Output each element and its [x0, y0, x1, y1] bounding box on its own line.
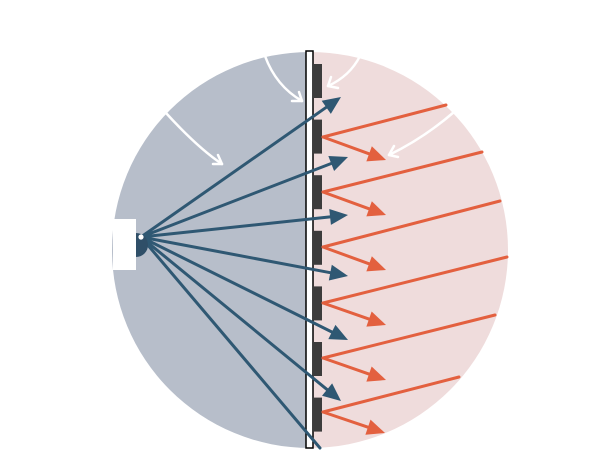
- reflected-ray: [321, 199, 502, 272]
- incoming-ray-line: [321, 375, 461, 414]
- outgoing-ray: [139, 235, 348, 340]
- incoming-ray-line: [321, 255, 509, 305]
- outgoing-ray-line: [139, 235, 322, 450]
- mirror-segment: [313, 175, 322, 210]
- curved-arrow-left-top: [263, 54, 304, 103]
- reflected-ray-arrowhead: [366, 256, 386, 272]
- curved-arrow-right-upper: [387, 110, 456, 157]
- mirror-frame: [305, 50, 314, 449]
- reflected-ray-arrowhead: [366, 146, 386, 162]
- outgoing-ray: [139, 156, 348, 239]
- outgoing-ray-line: [139, 235, 329, 392]
- curved-arrow-right-top: [326, 54, 362, 88]
- reflected-ray-line: [321, 356, 371, 376]
- incoming-ray-line: [321, 199, 502, 249]
- mirror-strip: [305, 50, 322, 449]
- outgoing-ray-arrowhead: [329, 208, 348, 225]
- curved-arrow-right-top-head: [326, 75, 340, 90]
- mirror-segments: [313, 64, 322, 432]
- reflected-ray-arrowhead: [366, 366, 386, 382]
- reflected-ray: [321, 313, 497, 382]
- reflected-ray-line: [321, 190, 371, 211]
- mirror-segment: [313, 397, 322, 432]
- reflected-ray-arrowhead: [366, 201, 386, 217]
- reflected-ray-arrowhead: [366, 311, 386, 327]
- outgoing-ray-arrowhead: [321, 97, 341, 114]
- outgoing-ray: [139, 235, 348, 281]
- mirror-segment: [313, 230, 322, 265]
- incoming-ray-line: [321, 103, 448, 139]
- outgoing-ray-arrowhead: [328, 264, 348, 281]
- reflected-ray: [321, 150, 484, 217]
- mirror-segment: [313, 64, 322, 98]
- outgoing-ray-arrowhead: [328, 156, 348, 171]
- reflected-ray: [321, 103, 448, 162]
- reflected-ray-line: [321, 245, 371, 266]
- outgoing-ray-line: [139, 105, 328, 239]
- source-mount: [113, 219, 136, 270]
- outgoing-ray-line: [139, 235, 334, 334]
- mirror-segment: [313, 342, 322, 376]
- reflected-ray: [321, 375, 461, 435]
- outgoing-ray-arrowhead: [322, 383, 341, 401]
- curved-arrow-left-upper-head: [211, 153, 224, 166]
- outgoing-ray-line: [139, 161, 333, 239]
- incoming-ray-line: [321, 150, 484, 194]
- reflected-ray-line: [321, 301, 371, 321]
- outgoing-ray-line: [139, 215, 332, 239]
- curved-arrow-left-upper: [164, 111, 224, 166]
- reflected-rays: [321, 103, 509, 435]
- reflected-ray-line: [321, 410, 370, 429]
- outgoing-ray: [139, 235, 322, 450]
- reflected-ray-line: [321, 135, 371, 156]
- outgoing-ray-line: [139, 235, 332, 275]
- outgoing-ray: [139, 235, 341, 401]
- outgoing-ray-arrowhead: [328, 324, 348, 340]
- source-emitter: [136, 233, 148, 257]
- light-source: [113, 219, 148, 270]
- reflected-ray-arrowhead: [365, 419, 385, 435]
- reflected-ray: [321, 255, 509, 327]
- mirror-segment: [313, 119, 322, 154]
- incoming-ray-line: [321, 313, 497, 360]
- curved-arrow-right-upper-head: [387, 144, 400, 159]
- mirror-segment: [313, 286, 322, 321]
- outgoing-ray: [139, 208, 348, 239]
- curved-arrow-left-top-head: [290, 90, 304, 103]
- outgoing-rays: [139, 97, 348, 450]
- source-aperture: [138, 234, 144, 240]
- curved-arrows: [164, 54, 456, 166]
- outgoing-ray: [139, 97, 341, 239]
